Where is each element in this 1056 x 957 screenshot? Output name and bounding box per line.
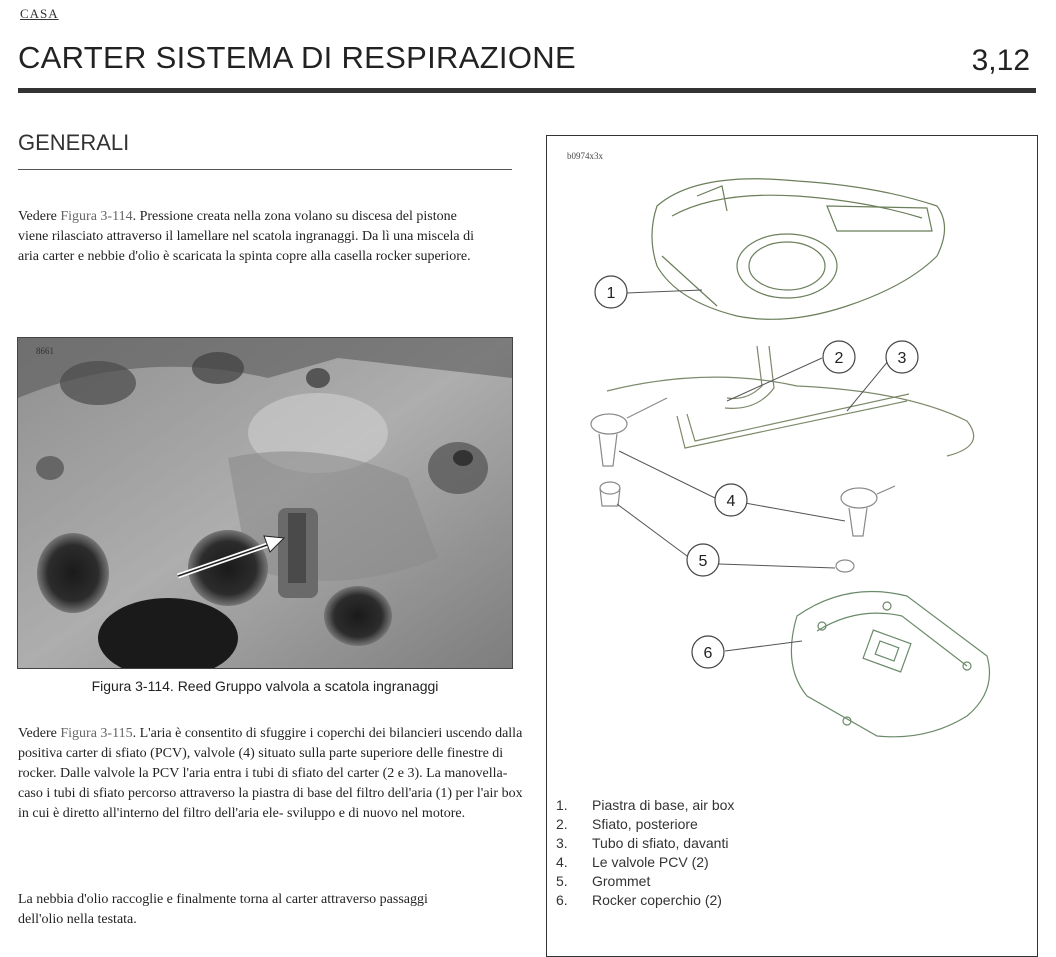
para2-prefix: Vedere: [18, 726, 61, 741]
reed-valve-photo: [17, 337, 513, 678]
callout-5-label: 5: [699, 553, 708, 570]
reed-valve-photo-image: [18, 338, 512, 678]
pcv-valves-drawing: [590, 397, 896, 537]
intro-paragraph: Vedere Figura 3-114. Pressione creata ne…: [18, 207, 478, 267]
description-paragraph: Vedere Figura 3-115. L'aria è consentito…: [18, 724, 528, 824]
callout-1-label: 1: [607, 285, 616, 302]
rear-breather-tube-drawing: [724, 345, 775, 409]
callout-1: 1: [594, 275, 628, 309]
photo-code: 8661: [36, 346, 54, 356]
breather-diagram-drawing: 1 2 3 4 5 6: [590, 178, 991, 738]
callout-2: 2: [822, 340, 856, 374]
legend-item: 6. Rocker coperchio (2): [556, 891, 734, 910]
grommet-drawing: [599, 481, 855, 573]
legend-number: 4.: [556, 854, 568, 870]
legend-item: 5. Grommet: [556, 872, 734, 891]
figure-114-link[interactable]: Figura 3-114: [60, 209, 133, 224]
callout-3: 3: [885, 340, 919, 374]
para1-prefix: Vedere: [18, 209, 61, 224]
legend-item: 2. Sfiato, posteriore: [556, 815, 734, 834]
callout-4: 4: [714, 483, 748, 517]
callout-3-label: 3: [898, 350, 907, 367]
callout-5: 5: [686, 543, 720, 577]
legend-number: 5.: [556, 873, 568, 889]
para1-text: . Pressione creata nella zona volano su …: [18, 209, 474, 264]
front-breather-tube-drawing: [606, 376, 975, 457]
figure-115-link[interactable]: Figura 3-115: [60, 726, 133, 741]
callout-6: 6: [691, 635, 725, 669]
legend-label: Tubo di sfiato, davanti: [592, 835, 729, 851]
section-heading: GENERALI: [18, 130, 130, 155]
callout-4-label: 4: [727, 493, 736, 510]
rocker-cover-drawing: [790, 590, 991, 738]
callout-6-label: 6: [704, 645, 713, 662]
casa-nav-link[interactable]: CASA: [20, 6, 59, 21]
legend-item: 3. Tubo di sfiato, davanti: [556, 834, 734, 853]
section-divider: [18, 169, 512, 170]
legend-item: 4. Le valvole PCV (2): [556, 853, 734, 872]
page-number: 3,12: [971, 44, 1030, 77]
page-title: CARTER SISTEMA DI RESPIRAZIONE: [18, 40, 576, 75]
oil-mist-paragraph: La nebbia d'olio raccoglie e finalmente …: [18, 892, 428, 927]
legend-item: 1. Piastra di base, air box: [556, 796, 734, 815]
para2-text: . L'aria è consentito di sfuggire i cope…: [18, 726, 523, 821]
callout-markers: 1 2 3 4 5 6: [594, 275, 919, 669]
legend-label: Piastra di base, air box: [592, 797, 735, 813]
legend-label: Sfiato, posteriore: [592, 816, 698, 832]
legend-number: 6.: [556, 892, 568, 908]
breather-diagram: 1 2 3 4 5 6: [546, 135, 1038, 957]
legend-label: Le valvole PCV (2): [592, 854, 709, 870]
figure-114-caption: Figura 3-114. Reed Gruppo valvola a scat…: [91, 678, 439, 694]
base-plate-drawing: [651, 178, 946, 320]
legend-label: Rocker coperchio (2): [592, 892, 722, 908]
legend-number: 2.: [556, 816, 568, 832]
legend-label: Grommet: [592, 873, 651, 889]
title-divider: [18, 88, 1036, 93]
diagram-legend: 1. Piastra di base, air box 2. Sfiato, pos…: [556, 796, 734, 910]
legend-number: 3.: [556, 835, 568, 851]
diagram-code: b0974x3x: [567, 151, 603, 161]
legend-number: 1.: [556, 797, 568, 813]
callout-leaders: [616, 289, 890, 652]
callout-2-label: 2: [835, 350, 844, 367]
